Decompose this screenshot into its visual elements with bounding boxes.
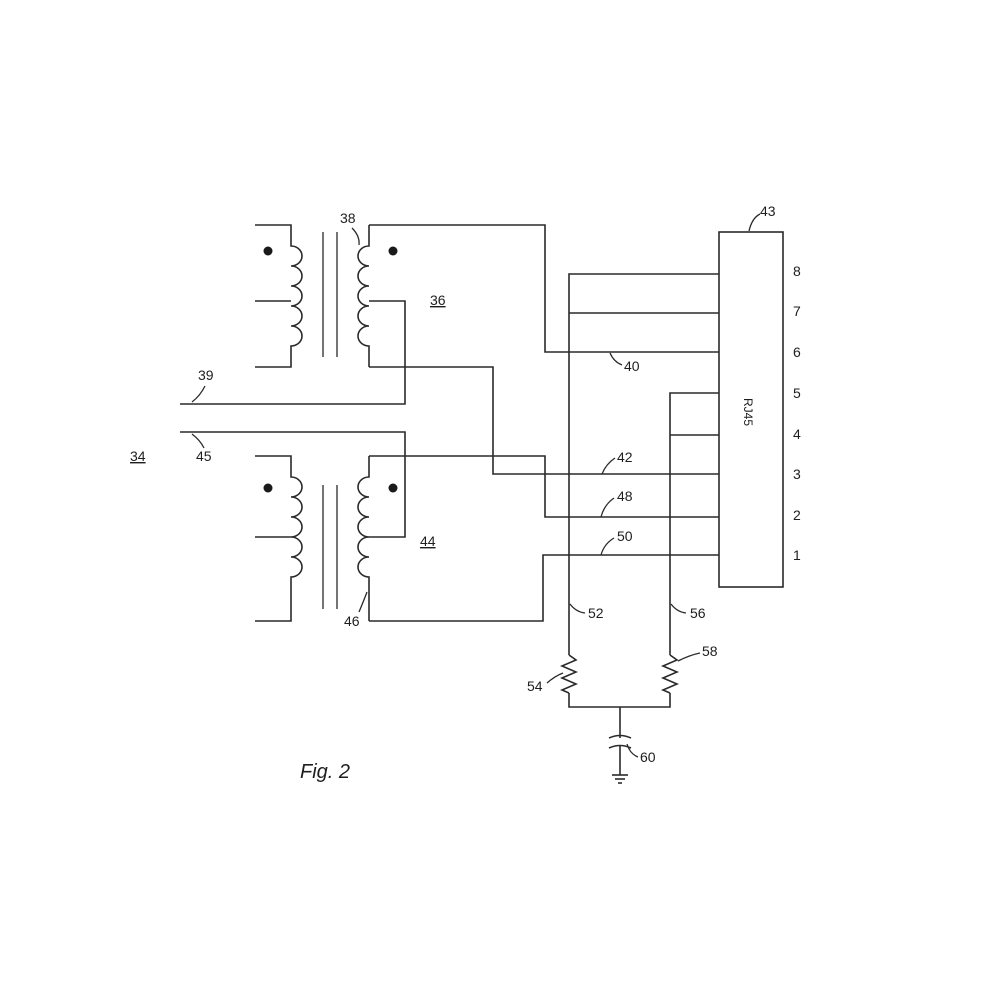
- upper-secondary-polarity-dot: [388, 246, 398, 256]
- rj45-body: [718, 231, 784, 588]
- ground-icon: [612, 774, 628, 784]
- pin-number: 6: [793, 344, 801, 360]
- ref-label-36: 36: [430, 292, 446, 308]
- ref-label-45: 45: [196, 448, 212, 464]
- lower-primary-winding: [255, 455, 303, 622]
- ref-label-50: 50: [617, 528, 633, 544]
- resistor-58: [660, 654, 680, 694]
- ref-label-60: 60: [640, 749, 656, 765]
- ref-label-44: 44: [420, 533, 436, 549]
- figure-caption: Fig. 2: [300, 761, 350, 783]
- ref-label-34: 34: [130, 448, 146, 464]
- pin-number: 1: [793, 547, 801, 563]
- lower-secondary-winding: [357, 456, 370, 621]
- ref-label-56: 56: [690, 605, 706, 621]
- upper-primary-polarity-dot: [263, 246, 273, 256]
- ref-label-48: 48: [617, 488, 633, 504]
- reference-labels: 34 36 44 38 39 45 46 40 42 48 50 52 56 5…: [130, 210, 718, 765]
- upper-secondary-winding: [357, 225, 370, 367]
- ref-label-38: 38: [340, 210, 356, 226]
- pin-number: 7: [793, 303, 801, 319]
- ref-label-54: 54: [527, 678, 543, 694]
- upper-primary-winding: [255, 224, 303, 368]
- rj45-connector: RJ45 43 8 7 6 5 4 3 2 1: [718, 203, 801, 588]
- lower-primary-polarity-dot: [263, 483, 273, 493]
- resistor-54: [559, 654, 579, 694]
- ref-label-43: 43: [760, 203, 776, 219]
- ref-label-46: 46: [344, 613, 360, 629]
- wiring: [180, 224, 719, 784]
- ref-label-40: 40: [624, 358, 640, 374]
- rj45-label: RJ45: [741, 398, 755, 426]
- pin-number: 8: [793, 263, 801, 279]
- lower-transformer: [255, 455, 398, 622]
- pin-number: 4: [793, 426, 801, 442]
- pin-number: 2: [793, 507, 801, 523]
- ref-label-42: 42: [617, 449, 633, 465]
- pin-number: 3: [793, 466, 801, 482]
- lower-secondary-polarity-dot: [388, 483, 398, 493]
- ref-label-39: 39: [198, 367, 214, 383]
- upper-transformer: [255, 224, 398, 368]
- ref-label-58: 58: [702, 643, 718, 659]
- ref-label-52: 52: [588, 605, 604, 621]
- pin-number: 5: [793, 385, 801, 401]
- capacitor-60: [608, 734, 632, 739]
